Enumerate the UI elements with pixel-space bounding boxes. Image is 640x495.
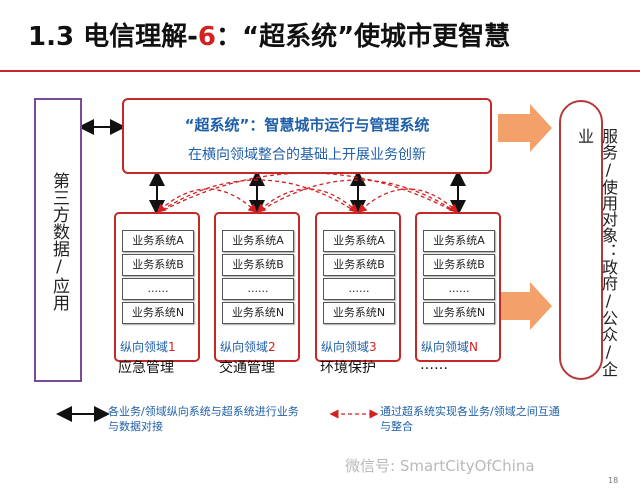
domain-label: 纵向领域1 (120, 340, 176, 354)
domain-column-1: 业务系统A 业务系统B ...... 业务系统N 纵向领域1 (114, 212, 200, 362)
domain-name-3: 环境保护 (320, 360, 376, 376)
arc-2-3 (256, 188, 359, 214)
domain-column-4: 业务系统A 业务系统B ...... 业务系统N 纵向领域N (415, 212, 501, 362)
business-system-item: 业务系统N (122, 302, 194, 324)
domain-column-3: 业务系统A 业务系统B ...... 业务系统N 纵向领域3 (315, 212, 401, 362)
title-prefix: 1.3 电信理解- (28, 22, 198, 52)
domain-label: 纵向领域N (421, 340, 478, 354)
dashed-integration-arcs (156, 172, 459, 214)
service-target-label: 服务/使用对象：政府/公众/企业 (575, 128, 618, 377)
business-system-item: 业务系统N (423, 302, 495, 324)
business-system-item: 业务系统B (423, 254, 495, 276)
business-system-item: ...... (423, 278, 495, 300)
title-underline (0, 70, 640, 72)
arc-1-4 (163, 172, 452, 211)
legend-dashed-text: 通过超系统实现各业务/领域之间互通与整合 (380, 405, 560, 433)
domain-name-2: 交通管理 (219, 360, 275, 376)
business-system-item: 业务系统B (122, 254, 194, 276)
service-target-box: 服务/使用对象：政府/公众/企业 (559, 100, 618, 380)
arc-1-3 (161, 179, 354, 211)
business-system-item: 业务系统B (222, 254, 294, 276)
title-rest: ：“超系统”使城市更智慧 (216, 22, 511, 52)
business-system-item: 业务系统A (122, 230, 194, 252)
wechat-watermark: 微信号: SmartCityOfChina (345, 457, 535, 475)
domain-column-2: 业务系统A 业务系统B ...... 业务系统N 纵向领域2 (214, 212, 300, 362)
page-title: 1.3 电信理解-6：“超系统”使城市更智慧 (28, 16, 510, 53)
bottom-orange-arrow (498, 282, 552, 330)
domain-label: 纵向领域3 (321, 340, 377, 354)
business-system-item: 业务系统A (423, 230, 495, 252)
super-system-subtitle: 在横向领域整合的基础上开展业务创新 (188, 147, 426, 163)
domain-name-1: 应急管理 (118, 360, 174, 376)
business-system-item: 业务系统N (222, 302, 294, 324)
third-party-label: 第三方数据/应用 (49, 172, 69, 311)
domain-label: 纵向领域2 (220, 340, 276, 354)
business-system-item: ...... (122, 278, 194, 300)
page-number: 18 (608, 476, 619, 485)
arc-1-2 (156, 188, 258, 214)
business-system-item: 业务系统N (323, 302, 395, 324)
business-system-item: ...... (222, 278, 294, 300)
super-system-title: “超系统”：智慧城市运行与管理系统 (184, 116, 430, 134)
legend-solid-text: 各业务/领域纵向系统与超系统进行业务与数据对接 (108, 405, 299, 433)
arc-3-4 (357, 188, 459, 214)
arc-2-4 (261, 179, 454, 211)
top-orange-arrow (498, 104, 552, 152)
third-party-box: 第三方数据/应用 (34, 98, 82, 382)
business-system-item: 业务系统A (323, 230, 395, 252)
title-number: 6 (197, 22, 216, 52)
super-system-box: “超系统”：智慧城市运行与管理系统 在横向领域整合的基础上开展业务创新 (122, 98, 492, 174)
business-system-item: 业务系统A (222, 230, 294, 252)
business-system-item: ...... (323, 278, 395, 300)
domain-name-4: …… (420, 357, 448, 373)
business-system-item: 业务系统B (323, 254, 395, 276)
